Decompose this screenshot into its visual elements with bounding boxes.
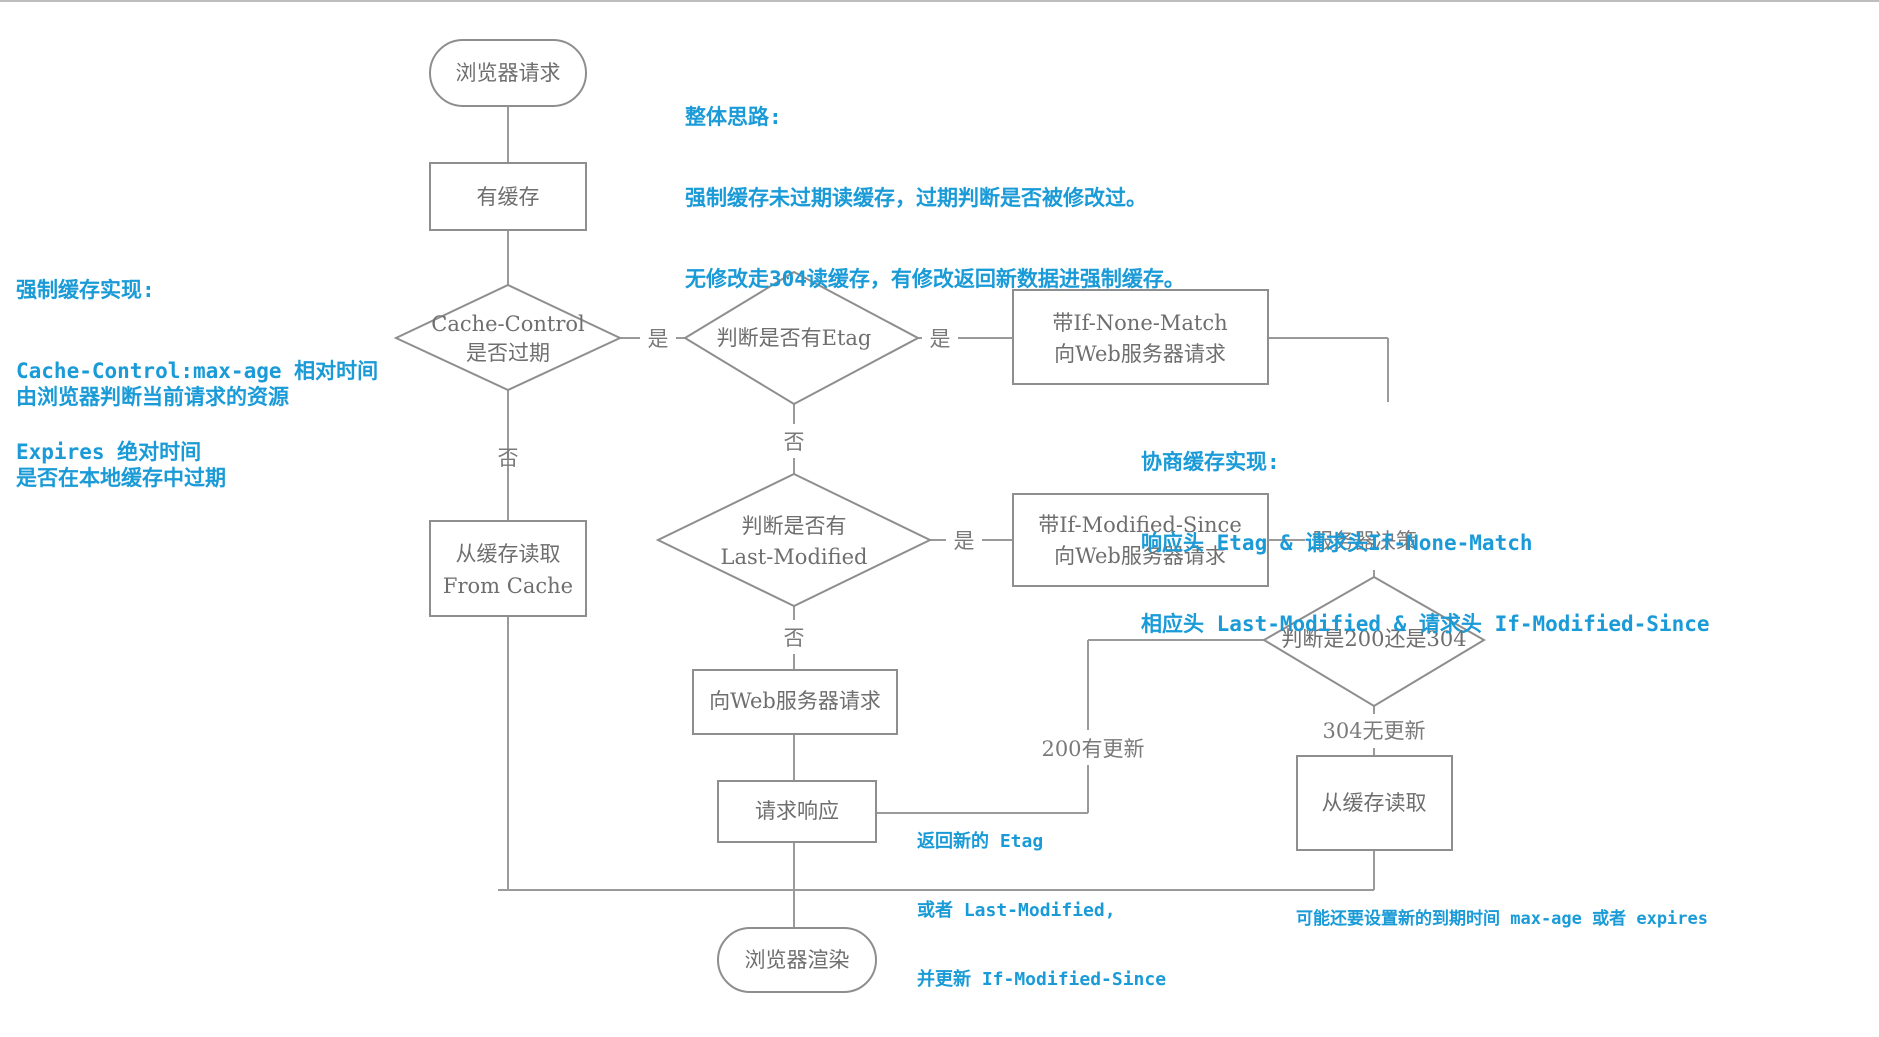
node-if-none-match	[1012, 289, 1269, 385]
label-render: 浏览器渲染	[745, 948, 850, 972]
label-has-cache: 有缓存	[477, 185, 540, 209]
edge-label-200-updated: 200有更新	[1041, 737, 1144, 761]
note-negotiated: 协商缓存实现: 响应头 Etag & 请求头If-None-Match 相应头 …	[1141, 395, 1710, 692]
note-browser-judge: 由浏览器判断当前请求的资源 是否在本地缓存中过期	[16, 330, 289, 546]
edge-label-no-2: 否	[784, 430, 805, 454]
node-last-modified	[655, 472, 933, 608]
node-cache-control	[393, 283, 623, 392]
label-read-cache: 从缓存读取	[1322, 791, 1427, 815]
note-overall-line-2: 强制缓存未过期读缓存，过期判断是否被修改过。	[685, 186, 1147, 210]
note-negotiated-line-2: 响应头 Etag & 请求头If-None-Match	[1141, 531, 1533, 555]
note-browser-judge-line-2: 是否在本地缓存中过期	[16, 466, 226, 490]
label-etag-check: 判断是否有Etag	[717, 326, 872, 350]
note-strong-cache-line-2: Cache-Control:max-age 相对时间	[16, 359, 379, 383]
note-return-new-line-3: 并更新 If-Modified-Since	[917, 969, 1167, 990]
edge-label-server-decides: 服务器决策	[1312, 529, 1417, 553]
connectors	[498, 106, 1389, 928]
note-browser-judge-line-1: 由浏览器判断当前请求的资源	[16, 385, 289, 409]
label-read-from-cache-2: From Cache	[443, 574, 573, 598]
label-if-modified-since-2: 向Web服务器请求	[1054, 544, 1226, 568]
label-read-from-cache-1: 从缓存读取	[456, 542, 561, 566]
note-overall: 整体思路: 强制缓存未过期读缓存，过期判断是否被修改过。 无修改走304读缓存，…	[685, 50, 1185, 347]
label-response: 请求响应	[755, 799, 839, 823]
node-read-cache	[1296, 755, 1453, 851]
node-status-check	[1262, 575, 1486, 708]
node-if-modified-since	[1012, 493, 1269, 587]
top-border	[0, 0, 1879, 2]
node-has-cache	[429, 162, 587, 231]
label-cache-control-2: 是否过期	[466, 341, 550, 365]
edge-label-yes-1: 是	[648, 327, 669, 351]
edge-label-yes-3: 是	[954, 529, 975, 553]
note-expire: 可能还要设置新的到期时间 max-age 或者 expires	[1296, 909, 1708, 929]
edge-label-304-not-modified: 304无更新	[1322, 719, 1425, 743]
label-cache-control-1: Cache-Control	[431, 312, 585, 336]
note-negotiated-line-3: 相应头 Last-Modified & 请求头 If-Modified-Sinc…	[1141, 612, 1710, 636]
note-return-new-line-2: 或者 Last-Modified,	[917, 900, 1116, 921]
label-web-request: 向Web服务器请求	[709, 689, 881, 713]
node-web-request	[692, 669, 898, 735]
node-read-from-cache	[429, 520, 587, 617]
edge-label-no-1: 否	[498, 446, 519, 470]
note-strong-cache-line-3: Expires 绝对时间	[16, 440, 202, 464]
note-strong-cache-line-1: 强制缓存实现:	[16, 278, 155, 302]
note-overall-line-3: 无修改走304读缓存，有修改返回新数据进强制缓存。	[685, 267, 1185, 291]
note-return-new-line-1: 返回新的 Etag	[917, 831, 1044, 852]
note-return-new: 返回新的 Etag 或者 Last-Modified, 并更新 If-Modif…	[917, 784, 1166, 1037]
label-last-modified-1: 判断是否有	[742, 514, 847, 538]
edge-label-yes-2: 是	[930, 327, 951, 351]
edge-labels: 是 是 是 否 否 否 服务器决策 200有更新 304无更新	[498, 327, 1426, 761]
note-overall-line-1: 整体思路:	[685, 105, 782, 129]
note-strong-cache: 强制缓存实现: Cache-Control:max-age 相对时间 Expir…	[16, 223, 378, 520]
label-if-none-match-1: 带If-None-Match	[1052, 311, 1227, 335]
label-status-check: 判断是200还是304	[1281, 627, 1466, 651]
label-if-none-match-2: 向Web服务器请求	[1054, 342, 1226, 366]
node-render	[717, 927, 877, 993]
node-etag-check	[683, 270, 921, 406]
nodes	[393, 39, 1486, 993]
label-if-modified-since-1: 带If-Modified-Since	[1038, 513, 1242, 537]
note-negotiated-line-1: 协商缓存实现:	[1141, 450, 1280, 474]
label-browser-request: 浏览器请求	[456, 61, 561, 85]
node-browser-request	[429, 39, 587, 107]
node-labels: 浏览器请求 有缓存 Cache-Control 是否过期 判断是否有Etag 带…	[431, 61, 1466, 972]
node-response	[717, 780, 877, 843]
label-last-modified-2: Last-Modified	[721, 545, 868, 569]
edge-label-no-3: 否	[784, 626, 805, 650]
